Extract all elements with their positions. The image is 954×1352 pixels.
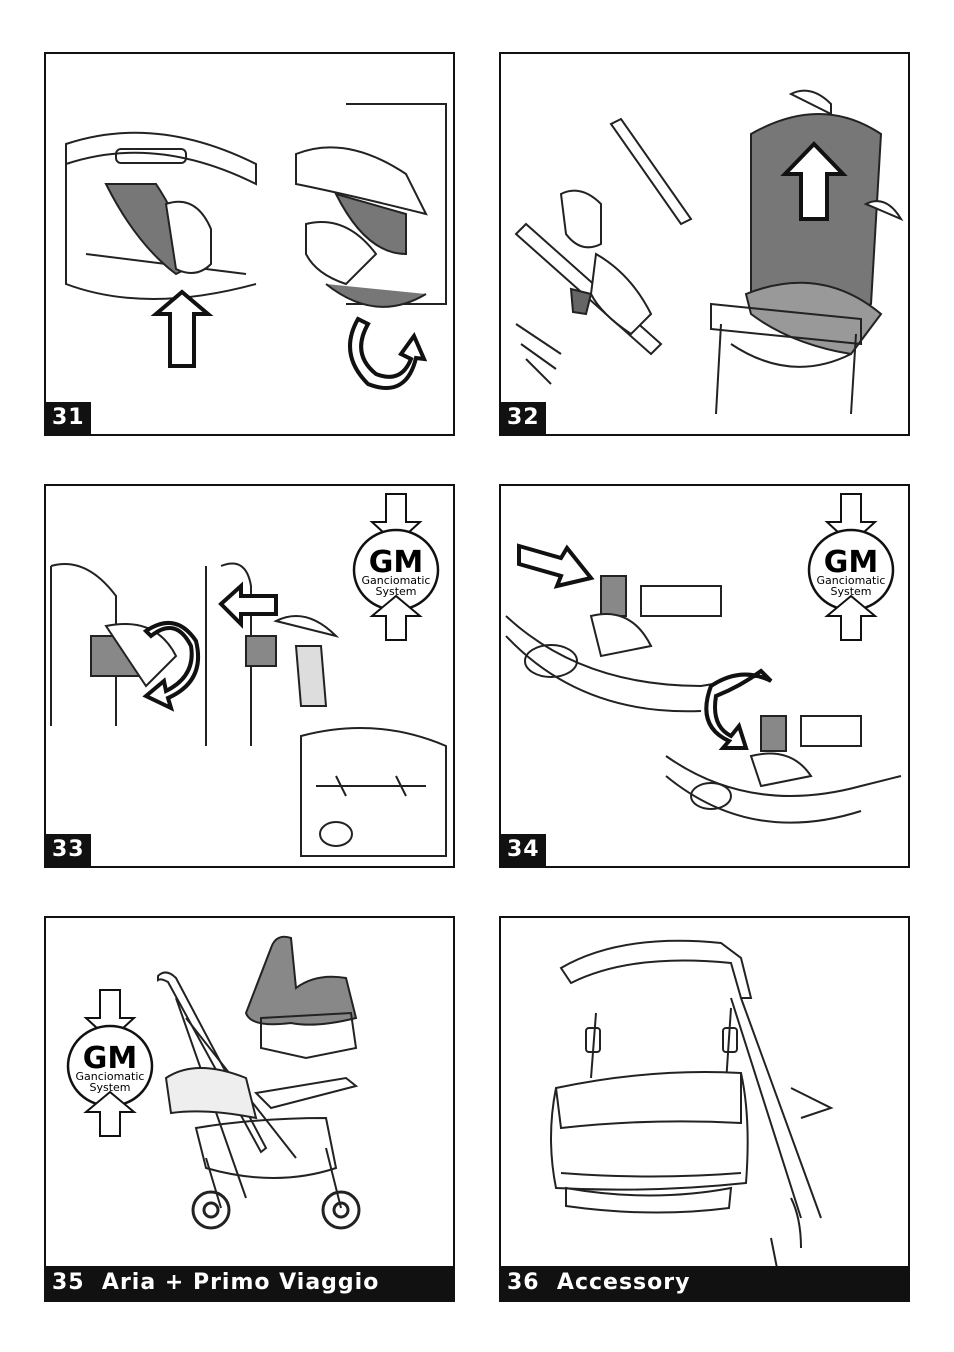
panel-35: GM Ganciomatic System 35 Aria + Primo Vi… — [44, 916, 455, 1302]
illustration-ganciomatic-detach — [50, 562, 447, 857]
panel-caption: 36 Accessory — [501, 1266, 908, 1300]
panel-number: 34 — [501, 834, 546, 866]
panel-34: GM Ganciomatic System 34 — [499, 484, 910, 868]
illustration-ganciomatic-attach — [505, 543, 902, 824]
gm-badge-line2: System — [830, 585, 871, 598]
panel-36: 36 Accessory — [499, 916, 910, 1302]
gm-badge-title: GM — [83, 1041, 137, 1076]
panel-caption: 35 Aria + Primo Viaggio — [46, 1266, 453, 1300]
left-arrow-icon — [218, 581, 278, 629]
rotate-arrow-icon — [704, 668, 773, 750]
gm-badge-line2: System — [89, 1081, 130, 1094]
gm-badge-line2: System — [375, 585, 416, 598]
up-arrow-icon — [150, 289, 214, 368]
gm-badge-icon: GM Ganciomatic System — [66, 989, 154, 1137]
up-arrow-icon — [780, 141, 848, 221]
panel-31: 31 — [44, 52, 455, 436]
panel-number: 32 — [501, 402, 546, 434]
panel-number: 31 — [46, 402, 91, 434]
illustration-accessory-bag — [550, 939, 834, 1289]
gm-badge-title: GM — [824, 545, 878, 580]
rotate-arrow-icon — [142, 621, 201, 712]
gm-badge-title: GM — [369, 545, 423, 580]
illustration-stroller-with-car-seat — [157, 935, 361, 1230]
strap-clip — [585, 1027, 601, 1053]
panel-32: 32 — [499, 52, 910, 436]
gm-badge-line1: Ganciomatic — [76, 1070, 145, 1083]
gm-badge-line1: Ganciomatic — [362, 574, 431, 587]
panel-number: 33 — [46, 834, 91, 866]
gm-badge-line1: Ganciomatic — [817, 574, 886, 587]
illustration-seat-clip-release — [65, 103, 447, 390]
wheel-icon — [191, 1190, 361, 1230]
illustration-seat-cover-removal — [514, 89, 904, 415]
rotate-arrow-icon — [348, 316, 428, 390]
panel-33: GM Ganciomatic System 33 — [44, 484, 455, 868]
right-arrow-icon — [517, 543, 595, 589]
gm-badge-icon: GM Ganciomatic System — [352, 493, 440, 641]
gm-badge-icon: GM Ganciomatic System — [807, 493, 895, 641]
